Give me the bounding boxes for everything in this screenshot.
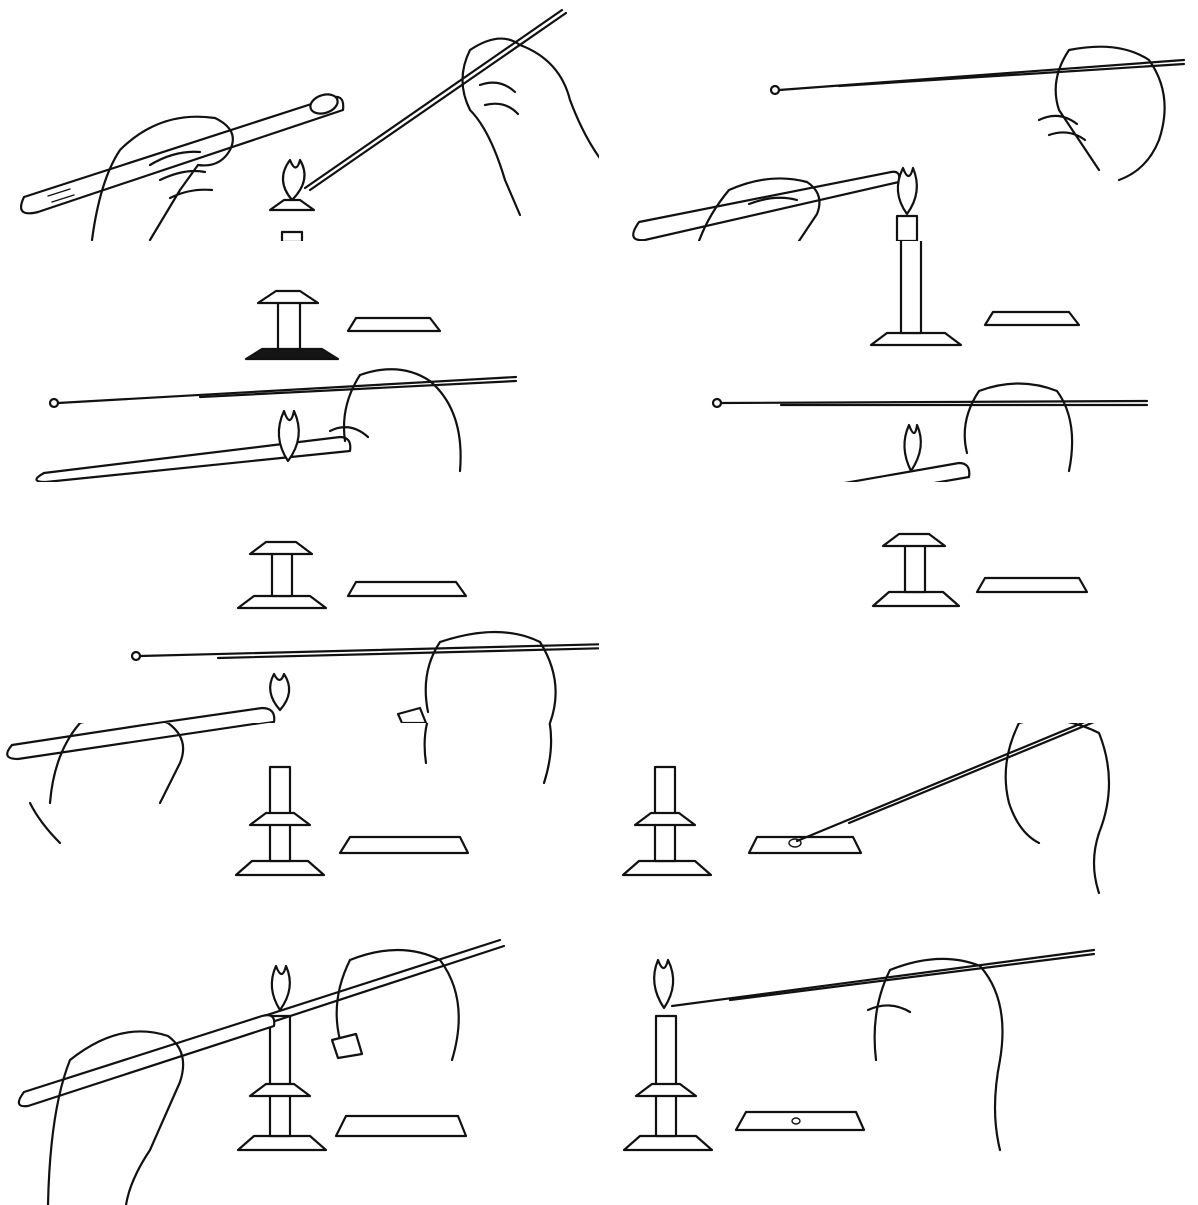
scene-8-bottom — [624, 950, 1094, 1150]
scene-7-bottom — [19, 940, 504, 1205]
